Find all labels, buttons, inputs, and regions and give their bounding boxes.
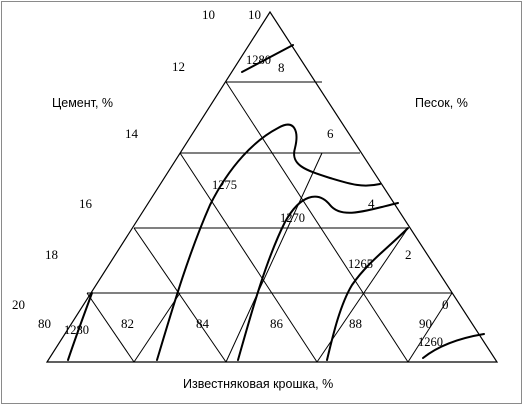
isoline-1265 [326, 227, 409, 361]
isoline-1270 [237, 195, 399, 361]
right-tick-label: 0 [442, 297, 449, 312]
bottom-axis-ticks: 80 82 84 86 88 90 [38, 316, 432, 331]
isoline-label: 1270 [280, 211, 305, 225]
left-tick-label: 12 [172, 59, 185, 74]
right-axis-title: Песок, % [415, 96, 468, 110]
isoline-label: 1280 [64, 323, 89, 337]
bottom-tick-label: 82 [121, 316, 134, 331]
left-tick-label: 18 [45, 247, 58, 262]
right-tick-label: 8 [278, 60, 285, 75]
left-axis-title: Цемент, % [52, 96, 113, 110]
grid-line [86, 292, 135, 363]
left-tick-label: 20 [12, 297, 25, 312]
left-axis-ticks: 10 12 14 16 18 20 [12, 7, 215, 312]
bottom-tick-label: 86 [270, 316, 284, 331]
left-tick-label: 16 [79, 196, 93, 211]
isolines [67, 44, 485, 361]
right-tick-label: 6 [327, 126, 334, 141]
isoline-labels: 1280 1280 1275 1270 1265 1260 [64, 53, 443, 349]
triangle-outline [45, 10, 499, 363]
bottom-tick-label: 80 [38, 316, 51, 331]
isoline-label: 1275 [212, 178, 237, 192]
right-tick-label: 10 [248, 7, 261, 22]
isoline-label: 1265 [348, 257, 373, 271]
grid-line [407, 292, 453, 363]
isoline-1260 [422, 333, 485, 359]
grid-line [225, 81, 409, 363]
isoline-1280-bottom [67, 292, 93, 361]
ternary-grid [86, 81, 453, 363]
bottom-tick-label: 88 [349, 316, 362, 331]
right-axis-ticks: 10 8 6 4 2 0 [248, 7, 449, 312]
isoline-label: 1260 [418, 335, 443, 349]
bottom-axis-title: Известняковая крошка, % [183, 377, 333, 391]
isoline-label: 1280 [246, 53, 271, 67]
bottom-tick-label: 90 [419, 316, 432, 331]
grid-line [179, 152, 318, 363]
grid-line [133, 227, 227, 363]
isoline-1275 [156, 123, 381, 361]
isoline-1280-top [241, 44, 294, 73]
left-tick-label: 14 [125, 126, 139, 141]
left-tick-label: 10 [202, 7, 215, 22]
bottom-tick-label: 84 [196, 316, 210, 331]
grid-line [225, 152, 323, 363]
right-tick-label: 4 [368, 196, 375, 211]
right-tick-label: 2 [405, 247, 412, 262]
grid-line [133, 292, 181, 363]
